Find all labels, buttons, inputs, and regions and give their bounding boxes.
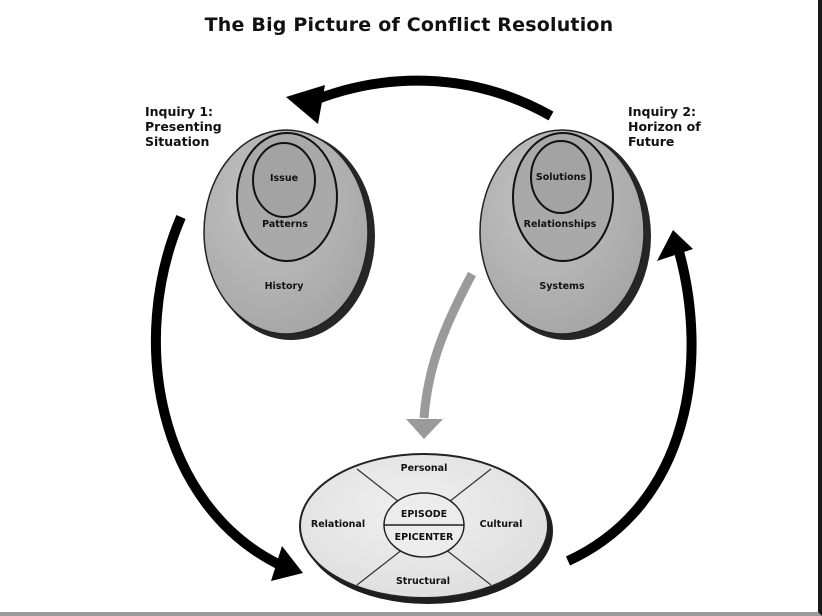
cultural-label: Cultural <box>480 519 523 530</box>
relationships-label: Relationships <box>524 219 597 230</box>
inquiry-1-caption: Inquiry 1: Presenting Situation <box>145 104 222 149</box>
inquiry-1-oval: Issue Patterns History <box>203 129 375 340</box>
gray-arrow <box>419 271 476 419</box>
inquiry-2-line: Future <box>628 134 675 149</box>
episode-label: EPISODE <box>401 509 447 520</box>
inquiry-2-line: Inquiry 2: <box>628 104 697 119</box>
structural-label: Structural <box>396 576 450 587</box>
personal-label: Personal <box>401 463 448 474</box>
gray-arrowhead <box>406 419 443 439</box>
divider-line <box>444 548 492 586</box>
right-cycle-arrow <box>565 246 697 566</box>
issue-label: Issue <box>270 173 298 184</box>
left-cycle-arrow <box>151 215 283 570</box>
inquiry-2-line: Horizon of <box>628 119 701 134</box>
inquiry-2-oval: Solutions Relationships Systems <box>479 129 651 340</box>
diagram-title: The Big Picture of Conflict Resolution <box>204 14 614 36</box>
divider-line <box>356 548 404 586</box>
history-label: History <box>265 281 305 292</box>
epicenter-label: EPICENTER <box>395 532 454 543</box>
inquiry-1-line: Presenting <box>145 119 222 134</box>
center-ellipse: EPISODE EPICENTER Personal Relational Cu… <box>299 453 553 604</box>
inner-ring <box>252 142 316 218</box>
top-cycle-arrowhead <box>286 85 325 124</box>
inquiry-1-line: Inquiry 1: <box>145 104 214 119</box>
inner-ring <box>530 140 592 214</box>
top-cycle-arrow <box>303 75 554 121</box>
right-cycle-arrowhead <box>657 230 693 261</box>
solutions-label: Solutions <box>536 172 586 183</box>
inquiry-1-line: Situation <box>145 134 210 149</box>
patterns-label: Patterns <box>262 219 308 230</box>
systems-label: Systems <box>539 281 585 292</box>
inquiry-2-caption: Inquiry 2: Horizon of Future <box>628 104 701 149</box>
left-cycle-arrowhead <box>271 546 303 581</box>
relational-label: Relational <box>311 519 365 530</box>
divider-line <box>444 468 492 506</box>
divider-line <box>356 468 404 506</box>
